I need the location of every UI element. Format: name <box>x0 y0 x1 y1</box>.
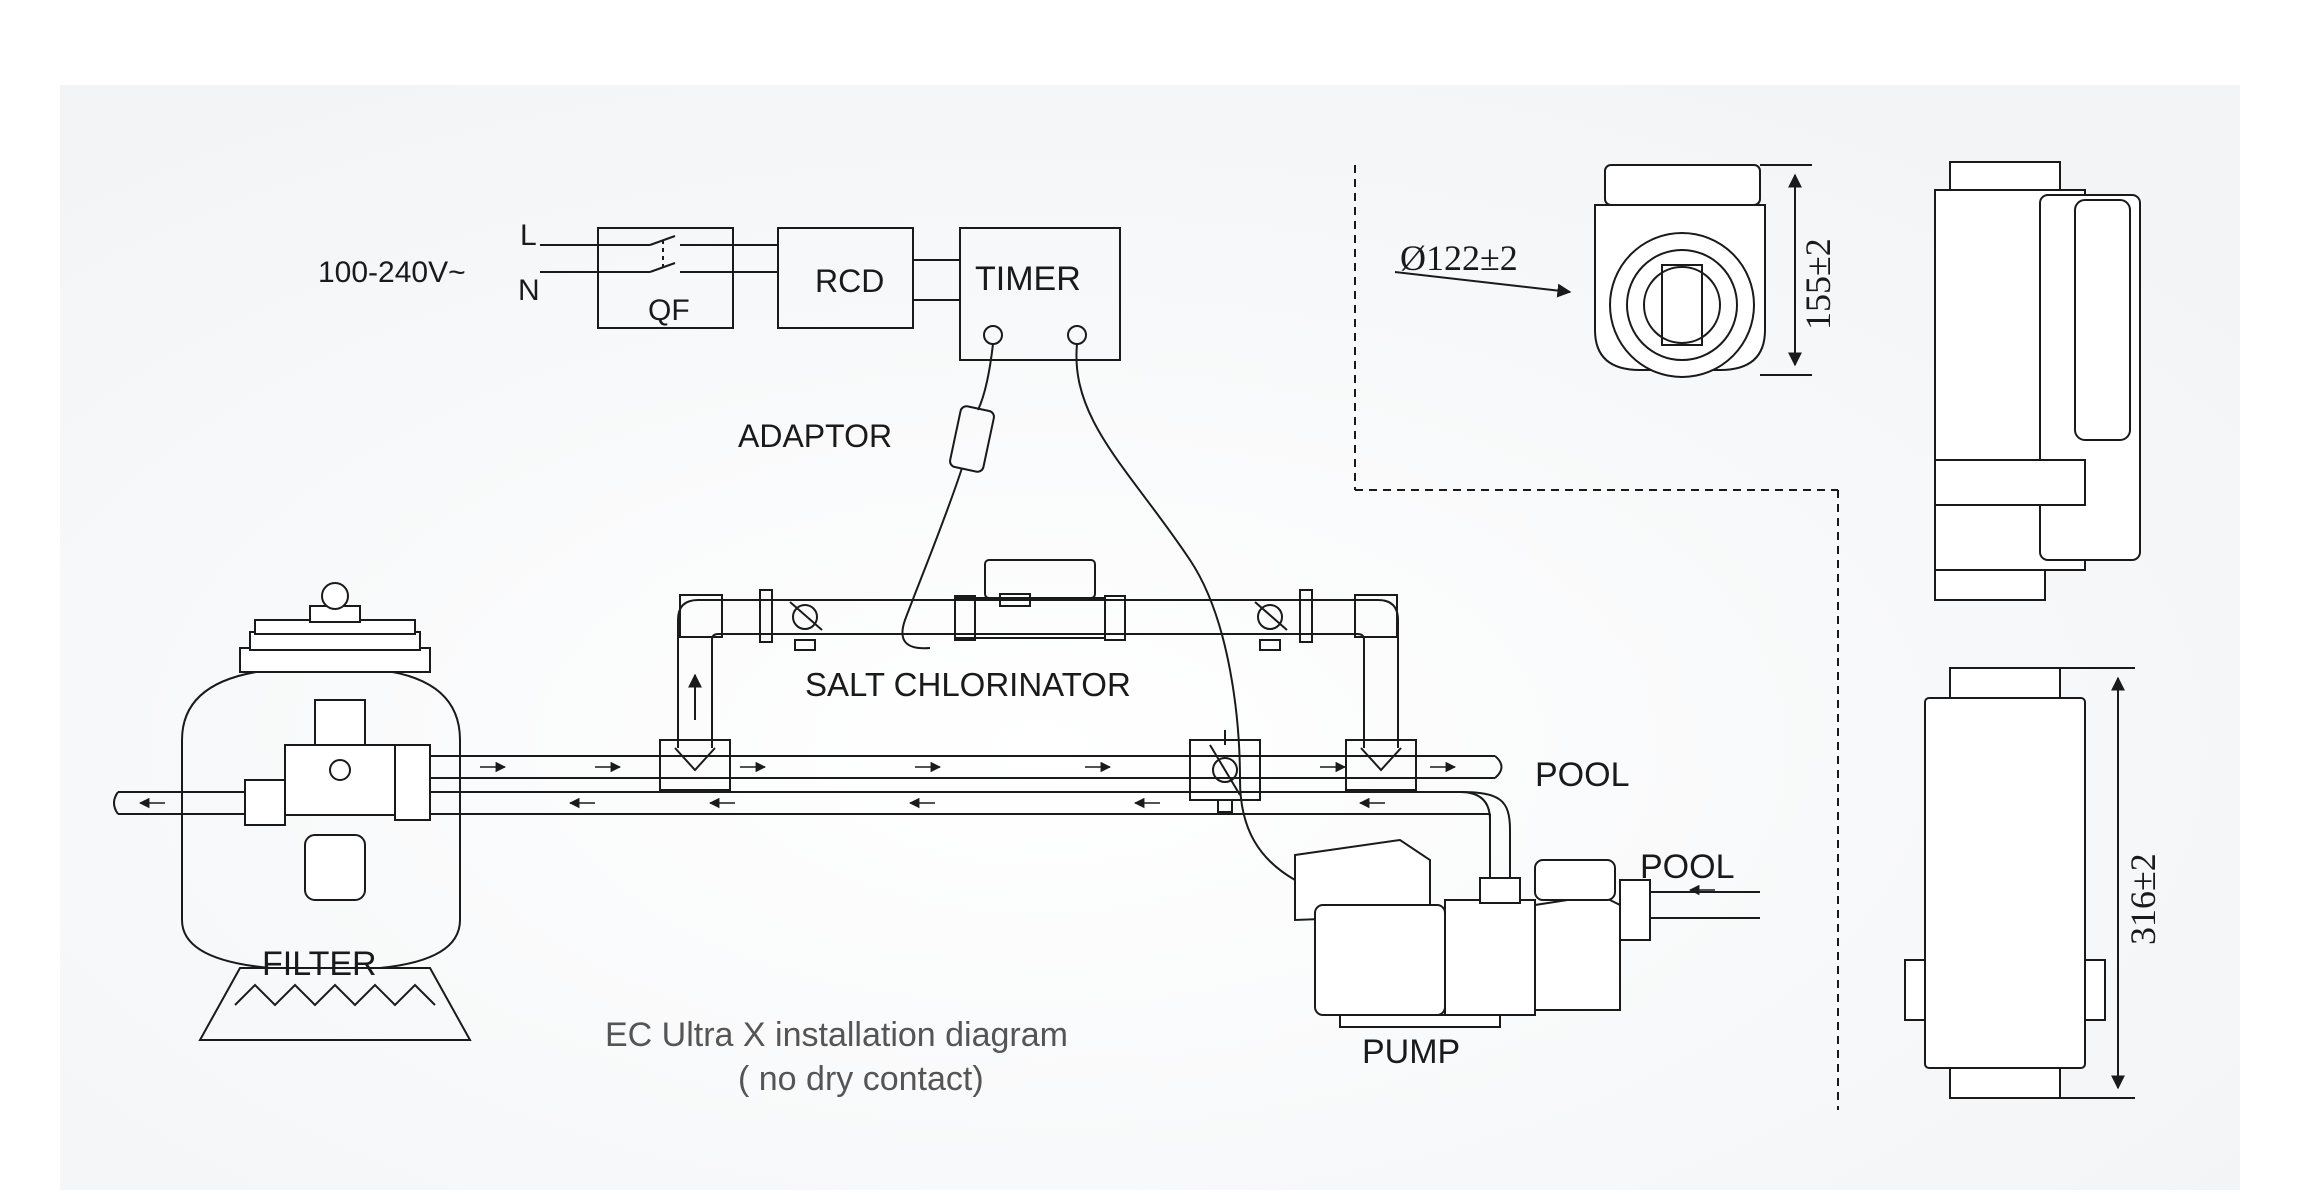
electrical-section <box>540 227 1296 881</box>
timer-box <box>959 227 1121 361</box>
rcd-box <box>777 227 914 329</box>
voltage-label: 100-240V~ <box>318 256 466 289</box>
top-view-dimension <box>2060 667 2135 1099</box>
timer-label: TIMER <box>975 260 1081 298</box>
filter-tank <box>181 582 472 1041</box>
end-view <box>1594 164 1766 378</box>
pump-label: PUMP <box>1362 1033 1460 1071</box>
filter-label: FILTER <box>262 945 377 983</box>
qf-label: QF <box>648 294 690 327</box>
flow-arrows <box>138 761 1715 896</box>
pool-outlet-label: POOL <box>1535 756 1629 794</box>
caption-subtitle: ( no dry contact) <box>738 1060 984 1098</box>
qf-breaker <box>597 227 734 329</box>
line-l-label: L <box>520 219 537 252</box>
length-dimension: 316±2 <box>2123 853 2163 945</box>
top-view <box>1904 667 2106 1099</box>
pump <box>1294 838 1760 1028</box>
side-view <box>1934 161 2141 601</box>
view-divider <box>1354 165 1839 1110</box>
end-view-dimensions <box>1394 164 1812 376</box>
caption-title: EC Ultra X installation diagram <box>605 1016 1068 1054</box>
background-panel <box>60 85 2240 1190</box>
adaptor-box <box>949 405 995 473</box>
salt-chlorinator-label: SALT CHLORINATOR <box>805 666 1131 703</box>
rcd-label: RCD <box>815 263 884 299</box>
adaptor-label: ADAPTOR <box>738 418 892 454</box>
height-dimension: 155±2 <box>1798 238 1838 330</box>
line-n-label: N <box>518 274 540 307</box>
pool-inlet-label: POOL <box>1640 848 1734 886</box>
diameter-dimension: Ø122±2 <box>1400 238 1518 278</box>
